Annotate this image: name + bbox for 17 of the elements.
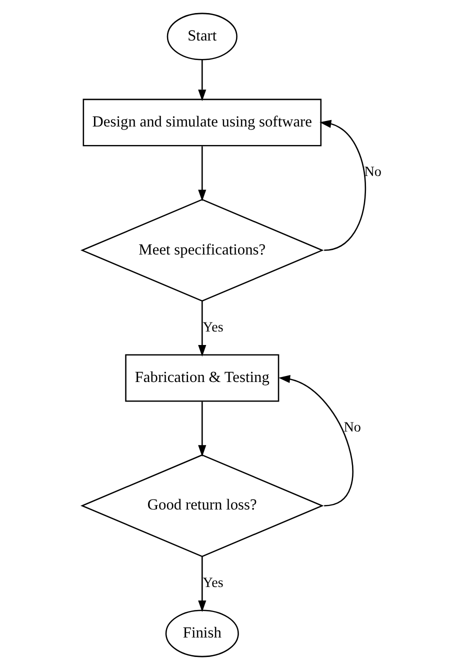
arrow (278, 374, 353, 506)
node-box: Fabrication & Testing (124, 354, 279, 402)
arrow (319, 120, 366, 251)
arrow (198, 146, 206, 202)
edge-label: No (343, 420, 360, 436)
edge-label: Yes (202, 574, 223, 591)
node-diamond: Good return loss? (80, 454, 324, 558)
edge-label: No (364, 164, 382, 180)
arrow (198, 556, 206, 612)
node-ellipse: Finish (164, 610, 238, 658)
arrow (198, 301, 206, 357)
node-ellipse: Start (166, 12, 237, 60)
arrow (198, 402, 206, 457)
node-box: Design and simulate using software (82, 98, 322, 146)
edge-label: Yes (202, 320, 223, 336)
arrow (198, 60, 206, 102)
node-diamond: Meet specifications? (80, 198, 324, 302)
